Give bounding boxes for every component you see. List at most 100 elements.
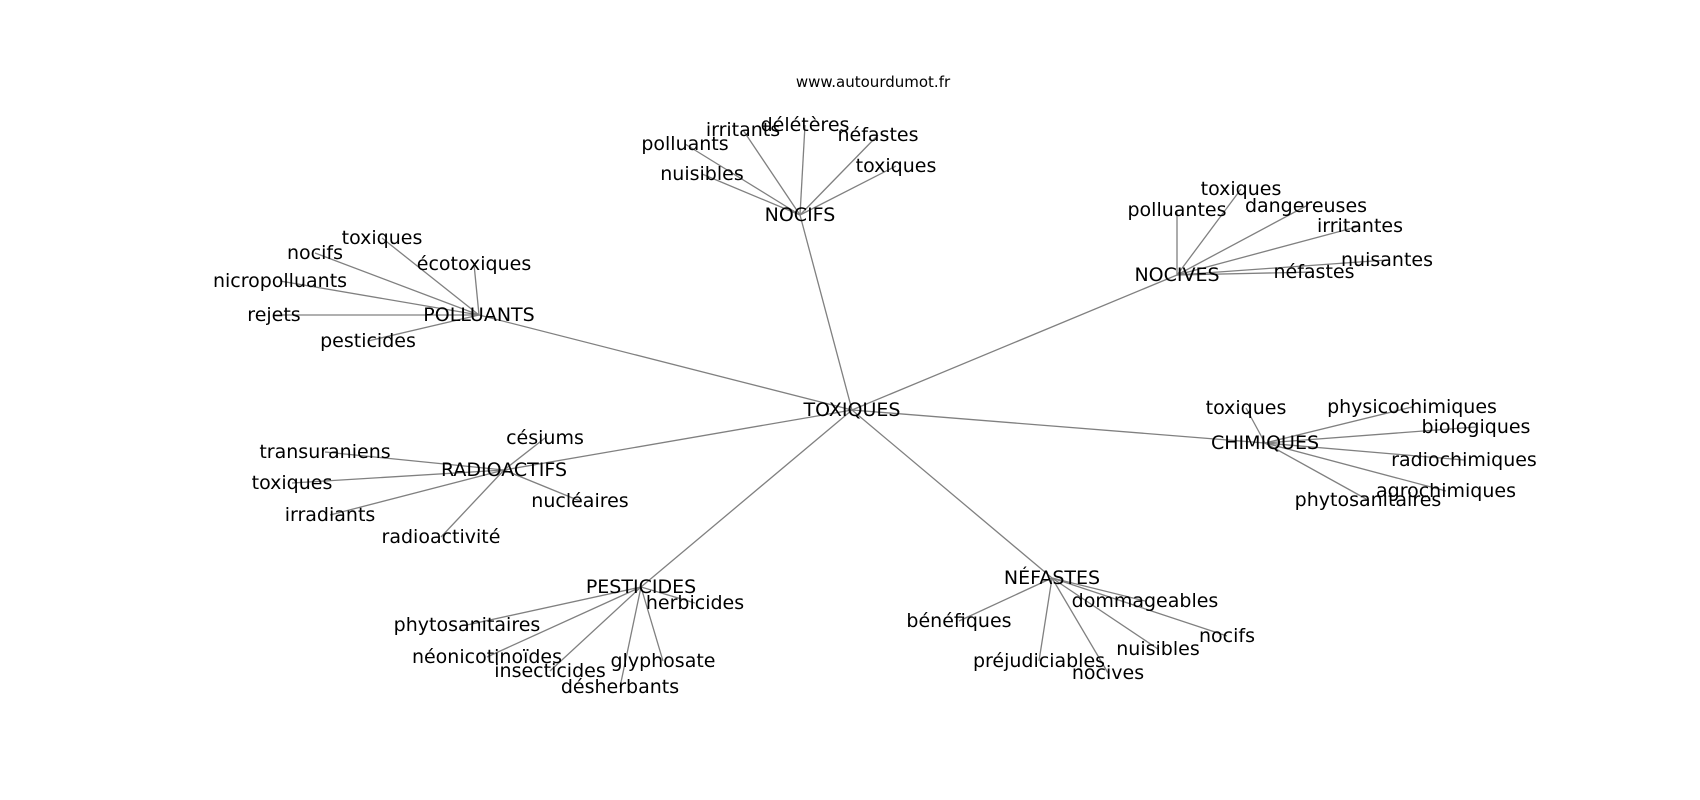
- edge-root-nocifs: [799, 214, 853, 411]
- edge-pesticides-neonicotinoides: [486, 586, 642, 658]
- edge-nocives-toxiques: [1176, 188, 1242, 276]
- edge-nocives-nuisantes: [1176, 259, 1388, 276]
- edge-nefastes-nocives: [1051, 577, 1109, 674]
- edge-radioactifs-toxiques: [291, 469, 505, 484]
- edge-radioactifs-radioactivite: [440, 469, 505, 538]
- leaf-node-nocifs-polluants: polluants: [641, 133, 728, 155]
- leaf-node-pesticides-herbicides: herbicides: [646, 592, 744, 614]
- edge-polluants-toxiques: [381, 237, 480, 316]
- edge-pesticides-glyphosate: [640, 586, 664, 662]
- leaf-node-radioactifs-toxiques: toxiques: [252, 472, 333, 494]
- leaf-node-chimiques-physicochimiques: physicochimiques: [1327, 396, 1497, 418]
- edge-polluants-nocifs: [314, 252, 480, 316]
- edge-nocifs-toxiques: [799, 165, 897, 216]
- edge-root-polluants: [478, 314, 853, 411]
- hub-node-nocifs: NOCIFS: [765, 204, 836, 226]
- edge-nefastes-benefiques: [958, 577, 1053, 622]
- edge-pesticides-phytosanitaires: [466, 586, 642, 626]
- edge-nefastes-prejudiciables: [1038, 577, 1053, 662]
- edges-layer: [274, 124, 1477, 688]
- edge-nocives-irritantes: [1176, 225, 1361, 276]
- edge-nocifs-nefastes: [799, 134, 879, 216]
- hub-node-chimiques: CHIMIQUES: [1211, 432, 1319, 454]
- leaf-node-radioactifs-irradiants: irradiants: [285, 504, 376, 526]
- leaf-node-pesticides-insecticides: insecticides: [494, 660, 605, 682]
- edge-radioactifs-transuraniens: [324, 451, 505, 471]
- leaf-node-polluants-rejets: rejets: [247, 304, 300, 326]
- edge-nocives-nefastes: [1176, 271, 1315, 276]
- leaf-node-nocives-dangereuses: dangereuses: [1245, 195, 1367, 217]
- leaf-node-polluants-ecotoxiques: écotoxiques: [417, 253, 531, 275]
- edge-chimiques-agrochimiques: [1264, 442, 1447, 492]
- edge-pesticides-desherbants: [619, 586, 642, 688]
- leaf-node-radioactifs-nucleaires: nucléaires: [531, 490, 628, 512]
- leaf-node-pesticides-glyphosate: glyphosate: [611, 650, 716, 672]
- leaf-node-polluants-toxiques: toxiques: [342, 227, 423, 249]
- leaf-node-pesticides-phytosanitaires: phytosanitaires: [394, 614, 541, 636]
- edge-radioactifs-irradiants: [329, 469, 505, 516]
- nodes-layer: TOXIQUES NOCIFS polluantsirritantsdélétère…: [213, 114, 1537, 698]
- edge-root-nocives: [851, 274, 1178, 411]
- leaf-node-chimiques-phytosanitaires: phytosanitaires: [1295, 489, 1442, 511]
- source-watermark: www.autourdumot.fr: [796, 73, 951, 91]
- edge-root-pesticides: [640, 409, 853, 588]
- leaf-node-nocifs-nefastes: néfastes: [837, 124, 918, 146]
- leaf-node-radioactifs-cesiums: césiums: [506, 427, 584, 449]
- edge-chimiques-phytosanitaires: [1264, 442, 1369, 501]
- leaf-node-chimiques-agrochimiques: agrochimiques: [1376, 480, 1516, 502]
- leaf-node-pesticides-neonicotinoides: néonicotinoïdes: [412, 646, 562, 668]
- hub-node-polluants: POLLUANTS: [423, 304, 534, 326]
- edge-nocifs-nuisibles: [701, 173, 801, 216]
- hub-node-pesticides: PESTICIDES: [586, 576, 696, 598]
- edge-nefastes-nuisibles: [1051, 577, 1159, 650]
- hub-node-nocives: NOCIVES: [1134, 264, 1219, 286]
- leaf-node-nefastes-nuisibles: nuisibles: [1116, 638, 1199, 660]
- edge-root-radioactifs: [503, 409, 853, 471]
- edge-nocifs-deleteres: [799, 124, 806, 216]
- edge-chimiques-radiochimiques: [1264, 442, 1465, 461]
- hub-node-radioactifs: RADIOACTIFS: [441, 459, 567, 481]
- leaf-node-polluants-pesticides: pesticides: [320, 330, 416, 352]
- edge-nefastes-dommageables: [1051, 577, 1146, 602]
- leaf-node-nocifs-toxiques: toxiques: [856, 155, 937, 177]
- edge-chimiques-biologiques: [1264, 426, 1477, 444]
- leaf-node-chimiques-biologiques: biologiques: [1422, 416, 1531, 438]
- edge-nocives-dangereuses: [1176, 205, 1307, 276]
- leaf-node-polluants-nicropolluants: nicropolluants: [213, 270, 347, 292]
- edge-root-nefastes: [851, 409, 1053, 579]
- leaf-node-chimiques-radiochimiques: radiochimiques: [1391, 449, 1537, 471]
- edge-root-chimiques: [851, 409, 1266, 444]
- leaf-node-nefastes-dommageables: dommageables: [1072, 590, 1219, 612]
- edge-radioactifs-cesiums: [503, 437, 546, 471]
- edge-chimiques-physicochimiques: [1264, 406, 1413, 444]
- edge-polluants-pesticides: [367, 314, 480, 342]
- edge-chimiques-toxiques: [1245, 407, 1266, 444]
- edge-radioactifs-nucleaires: [503, 469, 581, 502]
- hub-node-nefastes: NÉFASTES: [1004, 566, 1100, 589]
- edge-nocifs-irritants: [742, 129, 801, 216]
- leaf-node-nefastes-nocives: nocives: [1072, 662, 1144, 684]
- leaf-node-radioactifs-transuraniens: transuraniens: [259, 441, 390, 463]
- edge-polluants-ecotoxiques: [473, 263, 480, 316]
- edge-pesticides-herbicides: [640, 586, 696, 604]
- leaf-node-nefastes-prejudiciables: préjudiciables: [973, 650, 1105, 672]
- root-node-label: TOXIQUES: [803, 399, 901, 421]
- leaf-node-nocives-nuisantes: nuisantes: [1341, 249, 1433, 271]
- leaf-node-nocives-irritantes: irritantes: [1317, 215, 1403, 237]
- edge-pesticides-insecticides: [549, 586, 642, 672]
- edge-nefastes-nocifs: [1051, 577, 1228, 637]
- leaf-node-nocives-polluantes: polluantes: [1127, 199, 1226, 221]
- leaf-node-chimiques-toxiques: toxiques: [1206, 397, 1287, 419]
- leaf-node-nocives-toxiques: toxiques: [1201, 178, 1282, 200]
- leaf-node-nocives-nefastes: néfastes: [1273, 261, 1354, 283]
- leaf-node-radioactifs-radioactivite: radioactivité: [382, 526, 501, 548]
- leaf-node-pesticides-desherbants: désherbants: [561, 676, 679, 698]
- leaf-node-nefastes-benefiques: bénéfiques: [906, 610, 1011, 632]
- edge-polluants-nicropolluants: [279, 280, 480, 316]
- leaf-node-nocifs-deleteres: délétères: [761, 114, 850, 136]
- edge-nocifs-polluants: [684, 143, 801, 216]
- leaf-node-nefastes-nocifs: nocifs: [1199, 625, 1255, 647]
- leaf-node-nocifs-irritants: irritants: [706, 119, 780, 141]
- leaf-node-polluants-nocifs: nocifs: [287, 242, 343, 264]
